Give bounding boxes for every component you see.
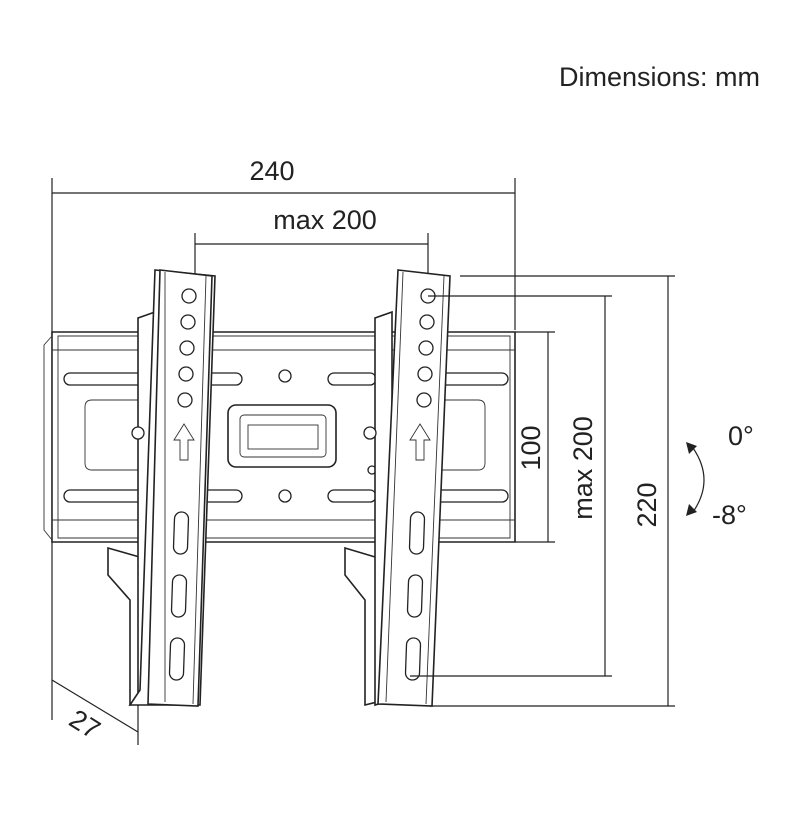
vesa-horizontal-label: max 200 bbox=[273, 205, 377, 235]
right-arm bbox=[344, 269, 451, 707]
vesa-vertical-dimension: max 200 bbox=[410, 295, 612, 677]
vesa-vertical-label: max 200 bbox=[568, 416, 598, 520]
tilt-indicator: 0° -8° bbox=[686, 421, 754, 530]
tilt-arrow-top-icon bbox=[686, 442, 697, 454]
units-note: Dimensions: mm bbox=[559, 62, 760, 92]
tilt-top-label: 0° bbox=[728, 421, 754, 451]
depth-label: 27 bbox=[64, 704, 105, 745]
width-label: 240 bbox=[249, 156, 294, 186]
left-arm bbox=[107, 269, 216, 707]
height-dimension: 220 bbox=[430, 275, 675, 707]
tilt-bottom-label: -8° bbox=[712, 500, 747, 530]
height-label: 220 bbox=[632, 482, 662, 527]
plate-height-label: 100 bbox=[516, 425, 546, 470]
depth-dimension: 27 bbox=[51, 679, 139, 745]
tilt-arrow-bottom-icon bbox=[686, 504, 697, 516]
plate-height-dimension: 100 bbox=[515, 331, 555, 543]
vesa-horizontal-dimension: max 200 bbox=[194, 205, 429, 285]
